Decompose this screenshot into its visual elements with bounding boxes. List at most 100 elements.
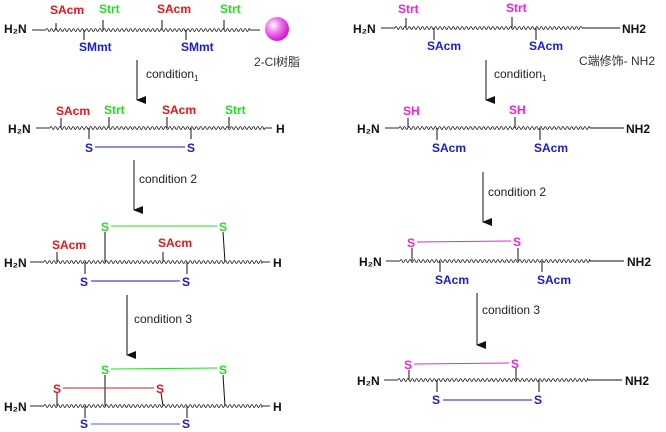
condition-label: condition 2 xyxy=(139,172,197,186)
left-step3-peptide: H₂N H S S S S S S xyxy=(4,363,282,431)
condition-label: condition1 xyxy=(494,67,547,83)
c-terminus-label: NH2 xyxy=(627,255,651,269)
sulfur-atom-label: S xyxy=(511,357,519,371)
sulfur-atom-label: S xyxy=(85,141,93,155)
peptide-backbone xyxy=(384,378,622,382)
mmt-protecting-group-label: SMmt xyxy=(181,40,214,54)
condition-label: condition 3 xyxy=(134,312,192,326)
wavy-peptide-chain xyxy=(397,378,589,382)
left-arrow-condition1: condition1 xyxy=(136,60,199,104)
n-terminus-label: H₂N xyxy=(4,22,27,36)
trt-protecting-group-label: Strt xyxy=(99,2,120,16)
left-arrow-condition2: condition 2 xyxy=(133,160,197,214)
sulfur-atom-label: S xyxy=(101,363,109,377)
acm-protecting-group-label: SAcm xyxy=(432,141,466,155)
wavy-peptide-chain xyxy=(394,26,583,30)
right-step0-peptide: H₂N NH2 Strt Strt SAcm SAcm C端修饰- NH2 xyxy=(353,1,655,68)
right-step1-peptide: H₂N NH2 SH SH SAcm SAcm xyxy=(357,103,650,155)
trt-protecting-group-label: Strt xyxy=(220,2,241,16)
n-terminus-label: H₂N xyxy=(357,122,380,136)
left-step2-peptide: H₂N H S S SAcm SAcm S S xyxy=(4,220,282,289)
thiol-group-label: SH xyxy=(403,104,420,118)
acm-protecting-group-label: SAcm xyxy=(157,2,191,16)
n-terminus-label: H₂N xyxy=(4,256,27,270)
acm-protecting-group-label: SAcm xyxy=(537,273,571,287)
sulfur-atom-label: S xyxy=(219,363,227,377)
n-terminus-label: H₂N xyxy=(353,22,376,36)
condition-label: condition 2 xyxy=(488,185,546,199)
acm-protecting-group-label: SAcm xyxy=(158,236,192,250)
trt-protecting-group-label: Strt xyxy=(225,103,246,117)
acm-protecting-group-label: SAcm xyxy=(56,104,90,118)
left-arrow-condition3: condition 3 xyxy=(126,295,192,359)
wavy-peptide-chain xyxy=(399,259,591,263)
c-terminus-label: H xyxy=(273,400,282,414)
peptide-backbone xyxy=(386,259,624,263)
wavy-peptide-chain xyxy=(45,28,251,32)
sulfur-atom-label: S xyxy=(513,235,521,249)
sulfur-atom-label: S xyxy=(156,382,164,396)
c-terminal-modification-note: C端修饰- NH2 xyxy=(579,53,655,68)
trt-protecting-group-label: Strt xyxy=(398,2,419,16)
condition-label: condition 3 xyxy=(482,303,540,317)
sulfur-atom-label: S xyxy=(534,393,542,407)
n-terminus-label: H₂N xyxy=(359,255,382,269)
side-chain-stub xyxy=(222,231,226,263)
acm-protecting-group-label: SAcm xyxy=(534,141,568,155)
c-terminus-label: NH2 xyxy=(625,374,649,388)
acm-protecting-group-label: SAcm xyxy=(50,3,84,17)
sulfur-atom-label: S xyxy=(432,393,440,407)
wavy-peptide-chain xyxy=(49,126,266,130)
sulfur-atom-label: S xyxy=(53,382,61,396)
c-terminus-label: NH2 xyxy=(626,122,650,136)
c-terminus-label: NH2 xyxy=(622,22,646,36)
c-terminus-label: H xyxy=(273,256,282,270)
wavy-peptide-chain xyxy=(43,260,263,264)
peptide-backbone xyxy=(32,28,260,32)
n-terminus-label: H₂N xyxy=(4,400,27,414)
peptide-backbone xyxy=(30,404,270,408)
sulfur-atom-label: S xyxy=(219,220,227,234)
right-arrow-condition2: condition 2 xyxy=(482,172,546,226)
acm-protecting-group-label: SAcm xyxy=(529,39,563,53)
right-arrow-condition1: condition1 xyxy=(485,60,547,104)
right-step2-peptide: H₂N NH2 S S SAcm SAcm xyxy=(359,235,651,287)
acm-protecting-group-label: SAcm xyxy=(427,39,461,53)
sulfur-atom-label: S xyxy=(80,275,88,289)
sulfur-atom-label: S xyxy=(101,220,109,234)
trt-protecting-group-label: Strt xyxy=(104,103,125,117)
sulfur-atom-label: S xyxy=(182,275,190,289)
peptide-backbone xyxy=(381,26,620,30)
left-step1-peptide: H₂N H SAcm Strt SAcm Strt S S xyxy=(8,103,285,155)
wavy-peptide-chain xyxy=(43,404,263,408)
n-terminus-label: H₂N xyxy=(357,374,380,388)
c-terminus-label: H xyxy=(276,122,285,136)
condition-label: condition1 xyxy=(146,67,199,83)
peptide-backbone xyxy=(30,260,270,264)
disulfide-bond-magenta xyxy=(413,362,510,365)
disulfide-bond-magenta xyxy=(416,240,512,243)
left-step0-peptide: H₂N SAcm Strt SAcm Strt SMmt SMmt 2-Cl树脂 xyxy=(4,2,300,69)
sulfur-atom-label: S xyxy=(187,141,195,155)
mmt-protecting-group-label: SMmt xyxy=(79,40,112,54)
thiol-group-label: SH xyxy=(509,103,526,117)
acm-protecting-group-label: SAcm xyxy=(435,273,469,287)
resin-label: 2-Cl树脂 xyxy=(254,54,300,69)
sulfur-atom-label: S xyxy=(182,417,190,431)
acm-protecting-group-label: SAcm xyxy=(52,238,86,252)
trt-protecting-group-label: Strt xyxy=(506,1,527,15)
sulfur-atom-label: S xyxy=(404,358,412,372)
right-step3-peptide: H₂N NH2 S S S S xyxy=(357,357,649,407)
sulfur-atom-label: S xyxy=(80,417,88,431)
wavy-peptide-chain xyxy=(398,126,591,130)
n-terminus-label: H₂N xyxy=(8,122,31,136)
right-arrow-condition3: condition 3 xyxy=(476,293,540,349)
side-chain-stub xyxy=(160,392,164,407)
side-chain-stub xyxy=(222,374,226,407)
acm-protecting-group-label: SAcm xyxy=(162,103,196,117)
resin-bead-icon xyxy=(265,17,289,41)
peptide-backbone xyxy=(385,126,624,130)
disulfide-bond-green xyxy=(110,367,218,370)
peptide-backbone xyxy=(36,126,272,130)
